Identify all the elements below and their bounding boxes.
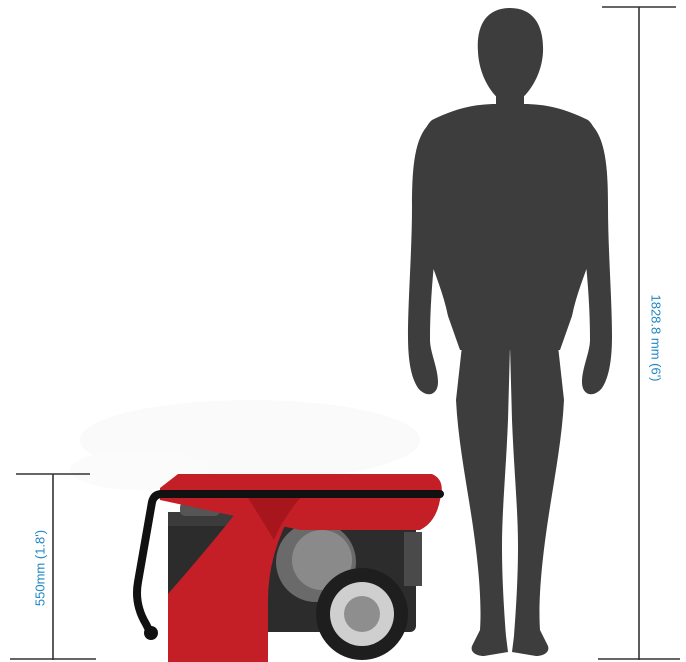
generator-illustration <box>137 474 442 662</box>
person-left-leg <box>456 346 510 656</box>
generator-dimension-line <box>10 474 96 660</box>
person-silhouette <box>408 8 612 656</box>
person-right-leg <box>510 346 564 656</box>
generator-height-label: 550mm (1.8') <box>34 530 47 606</box>
person-height-label: 1828.8 mm (6') <box>650 294 663 381</box>
person-head <box>478 8 543 108</box>
